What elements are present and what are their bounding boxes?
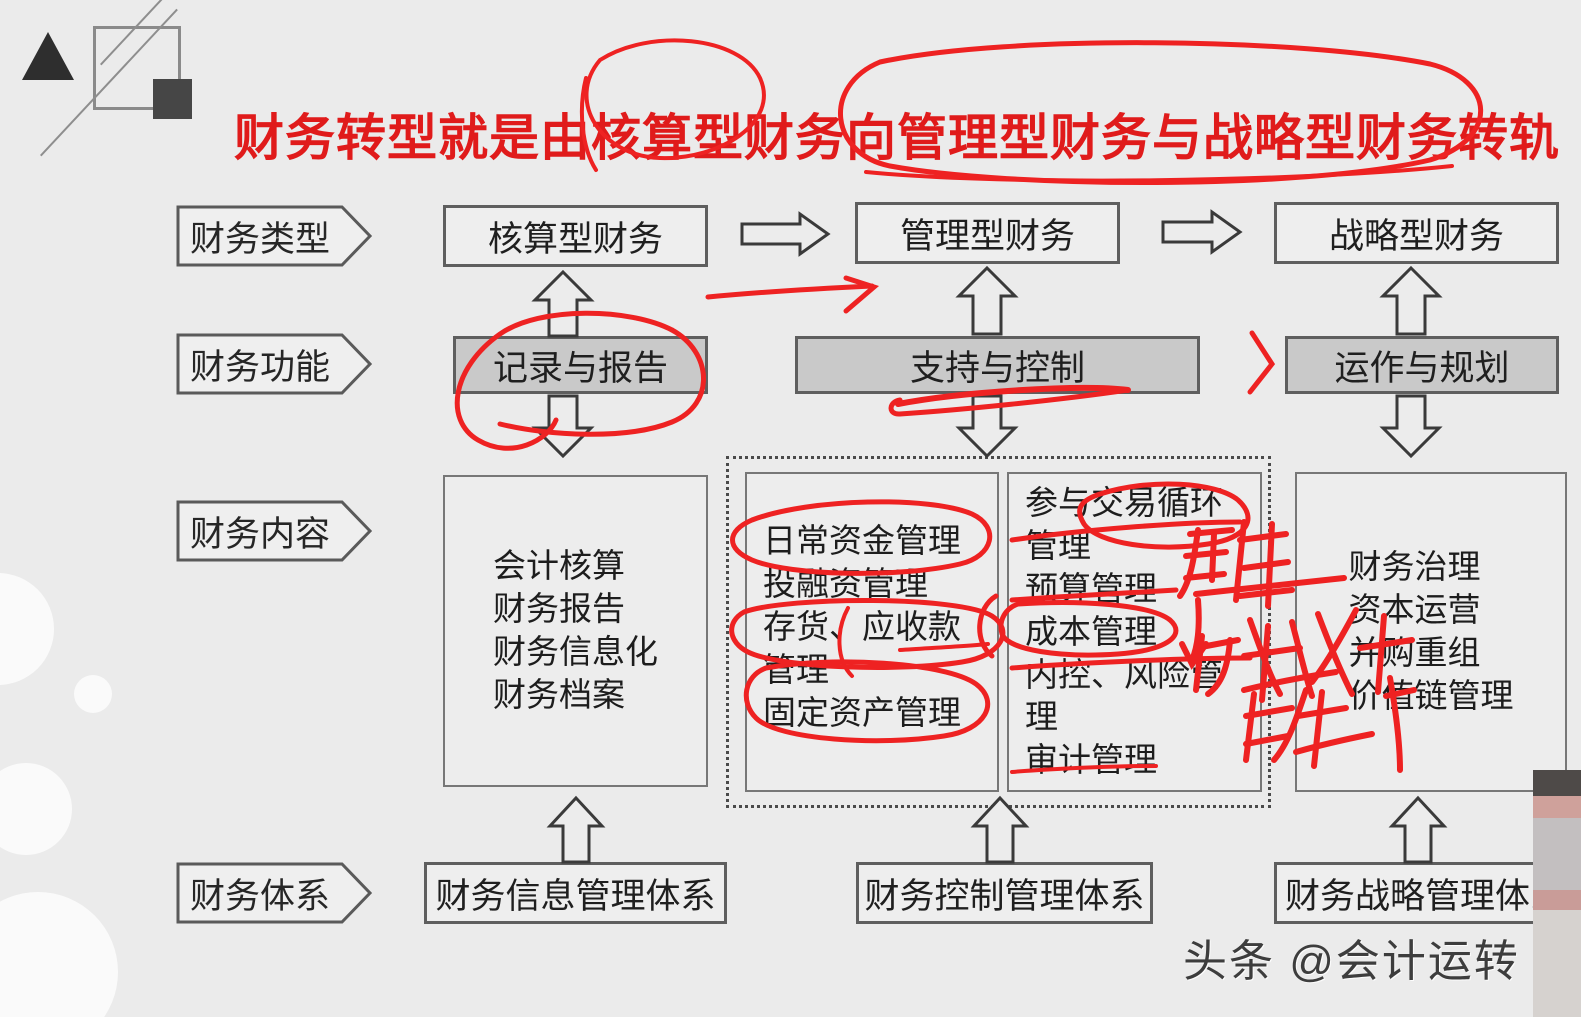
content-line: 会计核算 [493,547,625,585]
down-arrow-icon [1379,394,1443,459]
system-box-1[interactable]: 财务信息管理体系 [424,862,727,924]
content-line: 财务报告 [493,590,625,628]
content-box-4[interactable]: 财务治理 资本运营 并购重组 价值链管理 [1295,472,1567,792]
up-arrow-icon [546,795,606,864]
content-line: 理 [1025,698,1058,736]
content-line: 预算管理 [1025,569,1157,607]
row-label-function-text: 财务功能 [190,347,331,387]
function-box-2[interactable]: 支持与控制 [795,336,1200,394]
content-line: 价值链管理 [1348,676,1514,714]
system-box-2[interactable]: 财务控制管理体系 [856,862,1153,924]
type-box-3[interactable]: 战略型财务 [1274,202,1559,264]
chevron-annotation [1247,330,1276,395]
red-arrow-annotation [705,283,875,300]
type-box-1[interactable]: 核算型财务 [443,205,708,267]
type-box-2[interactable]: 管理型财务 [855,202,1120,264]
pentagon-shape [176,205,372,267]
page-title: 财务转型就是由核算型财务向管理型财务与战略型财务转轨 [234,110,1560,166]
content-line: 管理 [1025,526,1091,564]
watermark-text: 头条 @会计运转 [1183,937,1520,986]
pentagon-shape [176,333,372,395]
video-strip-band [1533,890,1581,910]
right-arrow-icon [740,211,831,257]
row-label-system-text: 财务体系 [190,876,331,916]
right-arrow-icon [1161,209,1243,255]
content-line: 日常资金管理 [763,522,961,559]
system-box-3[interactable]: 财务战略管理体系 [1274,862,1577,924]
up-arrow-icon [1379,265,1443,336]
red-arrow-annotation-head [843,275,880,314]
function-box-3[interactable]: 运作与规划 [1285,336,1559,394]
circle-decoration-bottom [0,892,118,1017]
row-label-type: 财务类型 [176,205,372,267]
content-line: 内控、风险管 [1025,655,1223,693]
content-line: 并购重组 [1348,634,1481,671]
content-line: 财务档案 [493,675,625,713]
content-box-3[interactable]: 参与交易循环 管理 预算管理 成本管理 内控、风险管 理 审计管理 [1007,472,1262,792]
row-label-function: 财务功能 [176,333,372,395]
video-strip-band [1533,770,1581,796]
content-line: 审计管理 [1025,741,1157,779]
up-arrow-icon [531,269,595,338]
video-overlay-strip [1533,770,1581,1017]
content-line: 财务治理 [1348,548,1481,586]
triangle-decoration [22,32,74,80]
circle-decoration-small [74,675,112,713]
content-line: 存货、应收款 [763,607,961,645]
content-line: 管理 [763,650,829,688]
down-arrow-icon [531,394,595,459]
content-line: 固定资产管理 [763,693,961,731]
row-label-type-text: 财务类型 [190,219,331,259]
down-arrow-icon [955,394,1019,459]
pentagon-shape [176,862,372,924]
content-box-2[interactable]: 日常资金管理 投融资管理 存货、应收款 管理 固定资产管理 [745,472,999,792]
video-strip-band [1533,910,1581,1017]
function-box-1[interactable]: 记录与报告 [453,336,708,394]
up-arrow-icon [1388,795,1448,864]
filled-square-decoration [153,79,192,119]
square-outline-decoration [93,26,181,110]
pentagon-shape [176,500,372,562]
video-strip-band [1533,796,1581,818]
row-label-content-text: 财务内容 [190,514,331,554]
content-line: 参与交易循环 [1025,484,1223,521]
circle-decoration-large [0,573,54,685]
row-label-system: 财务体系 [176,862,372,924]
circle-decoration-mid [0,763,72,855]
video-strip-band [1533,818,1581,890]
content-line: 成本管理 [1025,612,1157,650]
content-line: 财务信息化 [493,633,658,670]
row-label-content: 财务内容 [176,500,372,562]
content-line: 资本运营 [1348,591,1481,629]
content-line: 投融资管理 [763,564,928,602]
content-box-1[interactable]: 会计核算 财务报告 财务信息化 财务档案 [443,475,708,787]
up-arrow-icon [955,265,1019,336]
